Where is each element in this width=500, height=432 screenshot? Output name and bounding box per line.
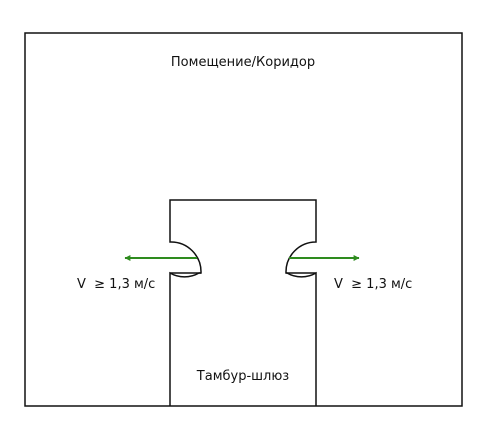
room-label: Помещение/Коридор [171, 55, 315, 70]
velocity-label-left: V ≥ 1,3 м/с [77, 277, 155, 292]
velocity-label-right: V ≥ 1,3 м/с [334, 277, 412, 292]
vestibule-label: Тамбур-шлюз [196, 369, 290, 384]
room-outline [24, 32, 463, 407]
vestibule-outline [169, 199, 317, 406]
